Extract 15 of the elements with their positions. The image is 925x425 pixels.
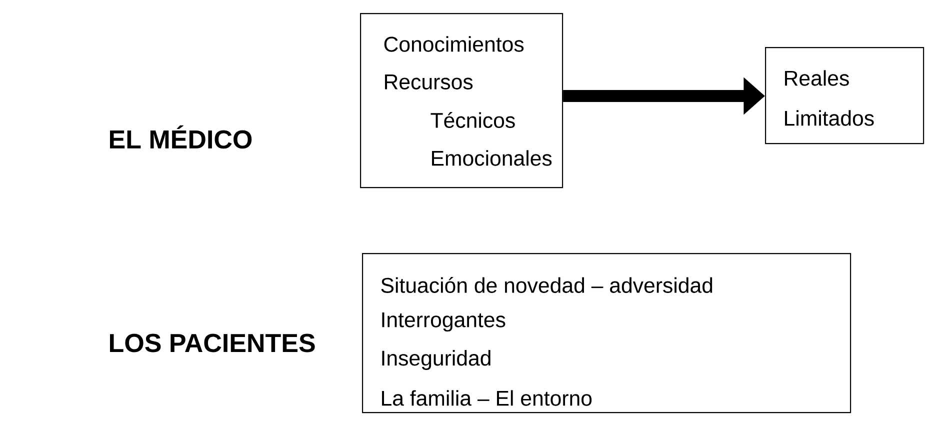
box-text: Limitados [785,110,874,126]
box-text: Interrogantes [382,312,506,332]
box-text: Reales [785,70,849,86]
box-text: Recursos [385,74,473,90]
box-text: Emocionales [432,150,552,166]
heading-label: EL MÉDICO [110,125,252,149]
text-box [360,13,564,188]
box-text: Conocimientos [384,36,524,52]
box-text: La familia – El entorno [382,390,592,406]
box-text: Situación de novedad – adversidad [381,277,712,293]
heading-label: LOS PACIENTES [110,334,315,352]
text-box [765,47,924,144]
text-box [362,253,852,414]
box-text: Técnicos [430,112,515,128]
box-text: Inseguridad [382,350,490,370]
